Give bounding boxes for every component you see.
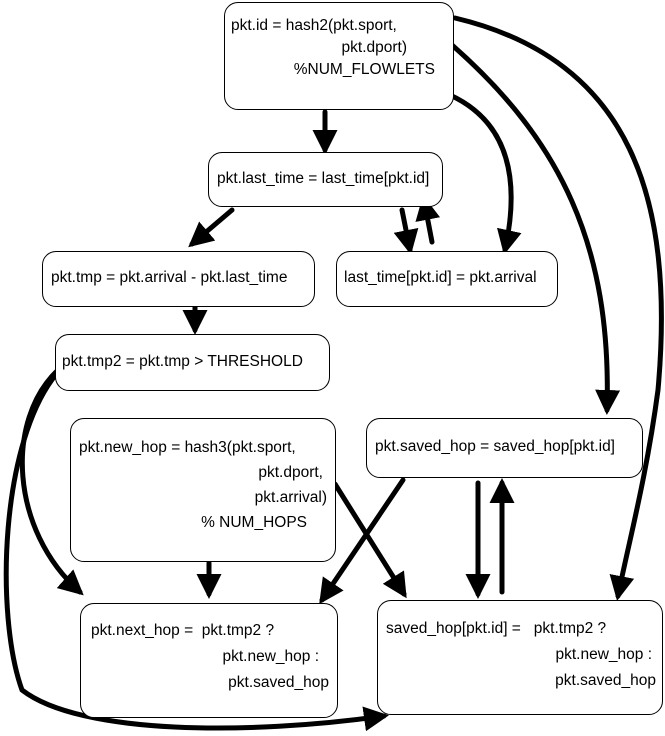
node-new-hop: pkt.new_hop = hash3(pkt.sport, pkt.dport… [70, 418, 336, 562]
node-text: pkt.new_hop = hash3(pkt.sport, [79, 439, 296, 456]
node-text: pkt.dport, [258, 464, 323, 481]
node-flowlet-id: pkt.id = hash2(pkt.sport, pkt.dport) %NU… [224, 2, 454, 110]
node-text: pkt.new_hop : [555, 646, 652, 663]
node-write-saved-hop: saved_hop[pkt.id] = pkt.tmp2 ? pkt.new_h… [377, 600, 663, 715]
node-next-hop: pkt.next_hop = pkt.tmp2 ? pkt.new_hop : … [80, 603, 338, 718]
edge-id-to-write-saved-hop [452, 15, 664, 601]
node-text: pkt.last_time = last_time[pkt.id] [217, 170, 430, 187]
edge-new-hop-to-write-saved-hop [332, 481, 407, 599]
edge-write-to-last-time [415, 195, 441, 245]
edge-last-time-to-tmp [188, 207, 235, 248]
node-text: saved_hop[pkt.id] = pkt.tmp2 ? [386, 620, 607, 637]
node-text: % NUM_HOPS [201, 514, 307, 531]
edge-last-time-to-write [393, 207, 419, 255]
node-read-last-time: pkt.last_time = last_time[pkt.id] [208, 152, 443, 207]
edge-id-to-write-last-time [447, 92, 522, 255]
node-text: pkt.next_hop = pkt.tmp2 ? [91, 622, 275, 639]
node-read-saved-hop: pkt.saved_hop = saved_hop[pkt.id] [366, 418, 643, 478]
node-text: pkt.id = hash2(pkt.sport, [231, 17, 397, 34]
node-compute-tmp: pkt.tmp = pkt.arrival - pkt.last_time [42, 251, 315, 307]
node-write-last-time: last_time[pkt.id] = pkt.arrival [336, 251, 558, 307]
node-text: pkt.arrival) [254, 489, 327, 506]
node-text: pkt.saved_hop [555, 672, 656, 689]
edge-saved-hop-to-next-hop [319, 477, 406, 605]
edge-id-to-saved-hop [449, 42, 621, 415]
edge-tmp2-to-write-saved-hop [3, 369, 389, 732]
node-text: pkt.tmp2 = pkt.tmp > THRESHOLD [62, 353, 303, 370]
node-text: pkt.saved_hop [228, 674, 329, 691]
node-text: pkt.dport) [341, 39, 407, 56]
node-text: pkt.saved_hop = saved_hop[pkt.id] [375, 438, 615, 455]
node-text: %NUM_FLOWLETS [293, 61, 435, 78]
node-text: last_time[pkt.id] = pkt.arrival [344, 269, 537, 286]
node-text: pkt.tmp = pkt.arrival - pkt.last_time [51, 269, 288, 286]
edge-tmp2-to-next-hop [19, 367, 84, 596]
node-text: pkt.new_hop : [222, 648, 319, 665]
node-compute-tmp2: pkt.tmp2 = pkt.tmp > THRESHOLD [55, 334, 330, 391]
